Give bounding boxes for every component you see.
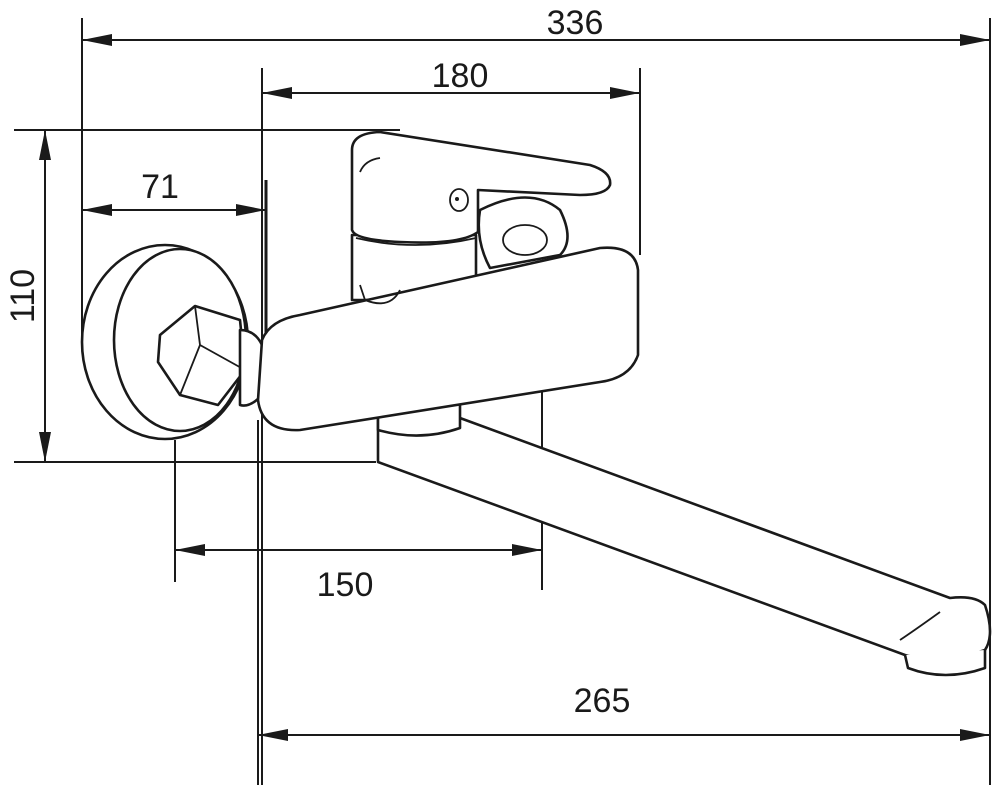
dimension-lines [39,34,990,741]
dim-label-180: 180 [432,57,489,95]
dim-label-265: 265 [574,682,631,720]
faucet-illustration [80,130,992,677]
dim-label-71: 71 [141,168,179,206]
dim-label-336: 336 [547,4,604,42]
dim-label-110: 110 [4,269,42,323]
dim-label-150: 150 [317,566,374,604]
